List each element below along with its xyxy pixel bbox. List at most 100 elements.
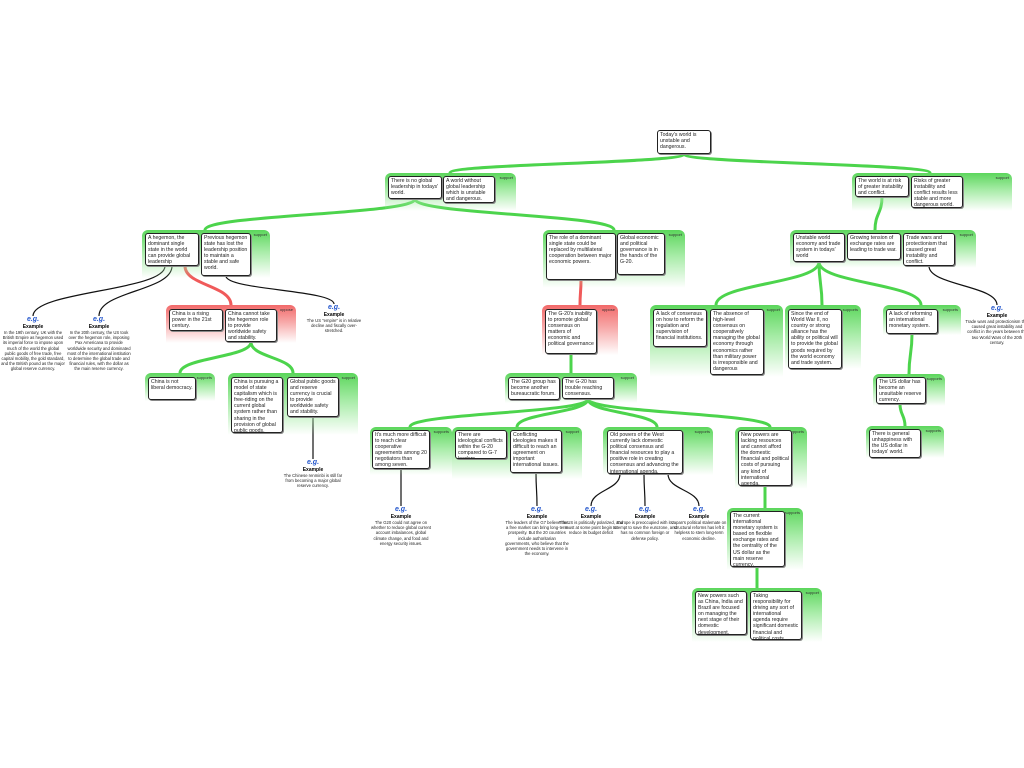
example-link [590,473,621,507]
claim-box[interactable]: Risks of greater instability and conflic… [911,176,963,208]
group-type-label: supports [196,375,212,380]
example-node[interactable]: e.g. Example Japan's political stalemate… [667,506,731,541]
example-text: The G20 could not agree on whether to re… [370,520,432,546]
example-text: The US "empire" is in relative decline a… [306,318,362,334]
claim-box[interactable]: China cannot take the hegemon role to pr… [225,309,277,342]
example-text: In the 19th century, UK with the British… [1,330,65,372]
claim-box[interactable]: The absence of high-level consensus on c… [710,309,764,375]
example-node[interactable]: e.g. Example The leaders of the G7 belie… [505,506,569,556]
claim-box[interactable]: The world is at risk of greater instabil… [855,176,909,197]
example-node[interactable]: e.g. Example The G20 could not agree on … [369,506,433,546]
group-type-label: support [253,232,267,237]
claim-box[interactable]: China is not liberal democracy. [148,377,196,400]
support-link [178,341,253,374]
claim-box[interactable]: It's much more difficult to reach clear … [372,430,430,469]
example-text: Europe is preoccupied with its attempt t… [613,520,677,541]
claim-box[interactable]: Conflicting ideologies makes it difficul… [510,430,562,473]
group-type-label: supports [842,307,858,312]
claim-box[interactable]: There are ideological conflicts within t… [455,430,507,459]
group-type-label: supports [788,429,804,434]
group-type-label: support [959,232,973,237]
example-icon: e.g. [306,459,320,466]
example-link [225,275,335,305]
example-text: The leaders of the G7 believe that a fre… [505,520,569,557]
group-type-label: support [766,307,780,312]
claim-box[interactable]: China is a rising power in the 21st cent… [169,309,223,331]
root-claim[interactable]: Today's world is unstable and dangerous. [657,130,711,154]
example-label: Example [88,324,110,330]
example-label: Example [986,313,1008,319]
example-label: Example [634,514,656,520]
claim-box[interactable]: The G-20 has trouble reaching consensus. [562,377,614,399]
claim-box[interactable]: China is pursuing a model of state capit… [231,377,283,433]
claim-box[interactable]: Old powers of the West currently lack do… [607,430,683,474]
claim-box[interactable]: There is no global leadership in todays'… [388,176,442,199]
example-text: Trade wars and protectionism that caused… [965,319,1024,345]
group-type-label: support [341,375,355,380]
example-node[interactable]: e.g. Example In the 20th century, the US… [67,316,131,372]
support-link [586,397,772,429]
claim-box[interactable]: A world without global leadership which … [443,176,495,203]
example-icon: e.g. [692,506,706,513]
example-icon: e.g. [327,304,341,311]
example-label: Example [688,514,710,520]
example-icon: e.g. [584,506,598,513]
example-text: The US is politically polarized, and mus… [559,520,624,536]
example-node[interactable]: e.g. Example Europe is preoccupied with … [613,506,677,541]
group-type-label: support [499,175,513,180]
example-label: Example [390,514,412,520]
example-link [643,473,646,507]
claim-box[interactable]: There is general unhappiness with the US… [869,429,921,458]
example-icon: e.g. [92,316,106,323]
example-node[interactable]: e.g. Example In the 19th century, UK wit… [1,316,65,372]
claim-box[interactable]: Global economic and political governance… [617,233,665,275]
claim-box[interactable]: The US dollar has become an unsuitable r… [876,377,926,404]
example-icon: e.g. [990,305,1004,312]
group-type-label: supports [784,510,800,515]
claim-box[interactable]: The role of a dominant single state coul… [546,233,616,280]
group-type-label: support [565,429,579,434]
support-link [203,197,417,232]
example-icon: e.g. [638,506,652,513]
claim-box[interactable]: New powers such as China, India and Braz… [695,591,747,635]
claim-box[interactable]: New powers are lacking resources and can… [738,430,792,486]
support-link [249,341,295,374]
group-type-label: support [805,590,819,595]
example-icon: e.g. [394,506,408,513]
claim-box[interactable]: The G-20's inability to promote global c… [545,309,597,354]
claim-box[interactable]: The G20 group has become another bureauc… [508,377,560,400]
claim-box[interactable]: Since the end of World War II, no countr… [788,309,842,369]
claim-box[interactable]: A hegemon, the dominant single state in … [145,233,199,266]
example-icon: e.g. [530,506,544,513]
claim-box[interactable]: Unstable world economy and trade system … [793,233,845,262]
claim-box[interactable]: Trade wars and protectionism that caused… [903,233,955,266]
group-type-label: supports [942,307,958,312]
claim-box[interactable]: Global public goods and reserve currency… [287,377,339,417]
example-label: Example [302,467,324,473]
claim-box[interactable]: Previous hegemon state has lost the lead… [201,233,251,276]
group-type-label: supports [926,376,942,381]
example-text: The Chinese renminbi is still far from b… [283,473,343,489]
example-node[interactable]: e.g. Example The US "empire" is in relat… [302,304,366,334]
claim-box[interactable]: A lack of reforming an international mon… [886,309,938,334]
group-type-label: oppose [601,307,615,312]
example-label: Example [22,324,44,330]
group-type-label: oppose [279,307,293,312]
support-link [898,403,907,427]
claim-box[interactable]: The current international monetary syste… [730,511,785,567]
example-node[interactable]: e.g. Example The Chinese renminbi is sti… [281,459,345,489]
example-icon: e.g. [26,316,40,323]
support-link [714,261,821,306]
claim-box[interactable]: Taking responsibility for driving any so… [750,591,802,640]
example-node[interactable]: e.g. Example Trade wars and protectionis… [965,305,1024,345]
support-link [448,152,686,175]
support-link [682,152,932,175]
group-type-label: support [668,232,682,237]
support-link [817,261,923,306]
example-node[interactable]: e.g. Example The US is politically polar… [559,506,623,536]
claim-box[interactable]: Growing tension of exchange rates are le… [847,233,901,260]
group-type-label: supports [925,428,941,433]
example-label: Example [526,514,548,520]
claim-box[interactable]: A lack of consensus on how to reform the… [653,309,707,347]
example-label: Example [580,514,602,520]
